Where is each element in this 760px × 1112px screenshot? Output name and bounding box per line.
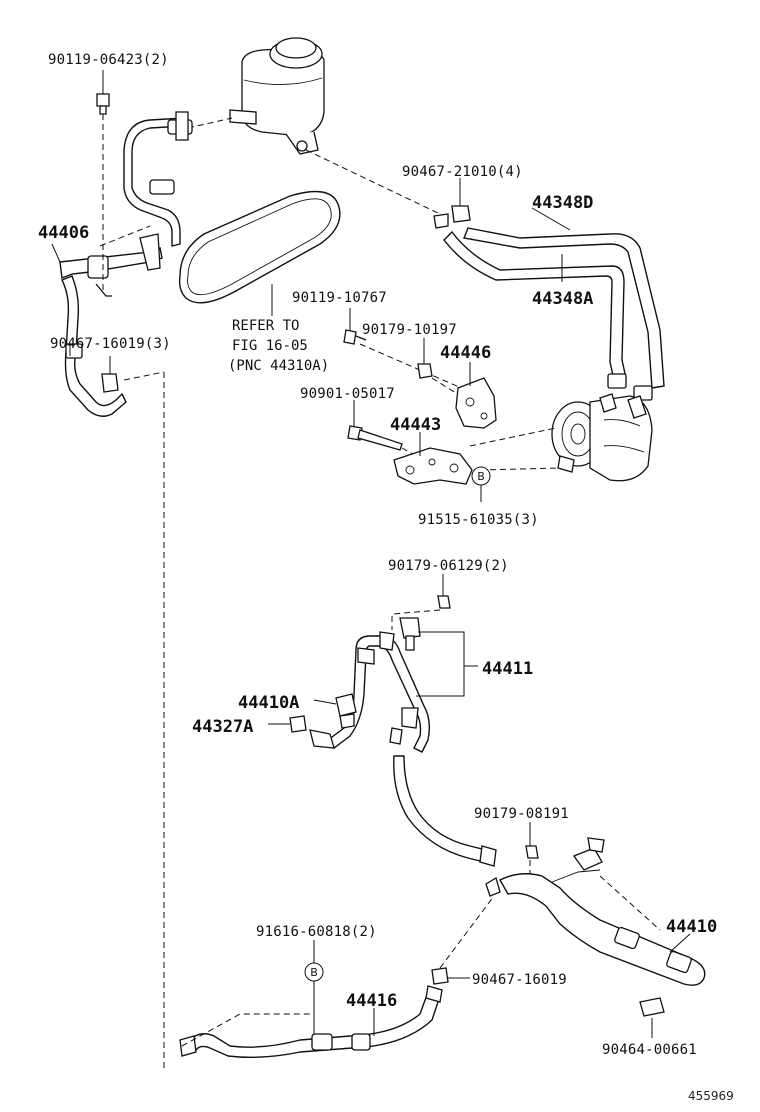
leader-nut-90179: [431, 377, 471, 403]
leader-44406: [51, 243, 61, 263]
label-90467-16019-3: 90467-16019(3): [50, 336, 171, 352]
label-91616-60818: 91616-60818(2): [256, 924, 377, 940]
leader-90467-16019-3: [69, 344, 111, 374]
bolt-90901-05017: [347, 425, 403, 451]
clamp-90467-16019-left: [101, 373, 119, 393]
label-90179-06129: 90179-06129(2): [388, 558, 509, 574]
leader-bracket-pump: [469, 427, 557, 447]
hose-44348-pair: [443, 227, 665, 401]
leader-44411: [416, 631, 478, 697]
label-44411: 44411: [482, 659, 533, 679]
pressure-tube-44411: [327, 617, 431, 753]
label-90464-00661: 90464-00661: [602, 1042, 697, 1058]
clamp-90464-00661: [639, 997, 665, 1017]
label-44410A: 44410A: [238, 693, 299, 713]
label-90119-10767: 90119-10767: [292, 290, 387, 306]
label-44327A: 44327A: [192, 717, 253, 737]
tube-end-fitting: [309, 729, 335, 749]
hose-44406-assembly: [59, 111, 193, 417]
union-44410A: [335, 693, 357, 729]
leader-44406-bracket: [99, 225, 151, 247]
return-hose-44416: [179, 985, 443, 1059]
label-44348D: 44348D: [532, 193, 593, 213]
label-44410: 44410: [666, 917, 717, 937]
leader-long-vertical-top: [123, 371, 165, 381]
leader-reservoir-clamp: [187, 117, 233, 129]
nut-90179-06129: [437, 595, 451, 609]
nut-90179-10197: [417, 363, 433, 379]
leader-clip-lower: [439, 895, 495, 969]
label-44416: 44416: [346, 991, 397, 1011]
reservoir-tank: [229, 37, 325, 155]
clip-44327A: [289, 715, 307, 733]
clamp-90467-21010: [433, 205, 471, 229]
nut-90179-08191: [525, 845, 539, 859]
bracket-44446: [455, 377, 497, 429]
leader-44410A: [313, 699, 337, 705]
label-91515-61035: 91515-61035(3): [418, 512, 539, 528]
label-90467-16019: 90467-16019: [472, 972, 567, 988]
leader-reservoir-pump: [305, 149, 441, 215]
marker-b-bottom: B: [304, 962, 324, 982]
v-belt: [178, 190, 341, 304]
label-44446: 44446: [440, 343, 491, 363]
label-refer-pnc: (PNC 44310A): [228, 358, 329, 374]
power-steering-pump: [551, 393, 653, 482]
figure-id: 455969: [688, 1089, 734, 1103]
marker-b-top: B: [471, 466, 491, 486]
label-refer-to: REFER TO: [232, 318, 299, 334]
label-44443: 44443: [390, 415, 441, 435]
leader-bolt-90901: [401, 447, 421, 459]
label-90119-06423: 90119-06423(2): [48, 52, 169, 68]
leader-44348D: [531, 207, 571, 231]
leader-44410: [669, 933, 691, 953]
label-90467-21010: 90467-21010(4): [402, 164, 523, 180]
return-tube-44410: [485, 837, 706, 986]
pressure-hose-lower: [393, 755, 497, 867]
bolt-90119-10767: [343, 329, 367, 345]
bracket-44443: [393, 447, 473, 485]
clip-90467-16019-lower: [431, 967, 449, 985]
leader-bracket-pump-2: [479, 467, 561, 471]
label-44348A: 44348A: [532, 289, 593, 309]
label-90179-08191: 90179-08191: [474, 806, 569, 822]
label-90901-05017: 90901-05017: [300, 386, 395, 402]
marker-b-bottom-text: B: [310, 966, 318, 979]
marker-b-top-text: B: [477, 470, 485, 483]
bolt-90119-06423: [96, 93, 110, 115]
label-44406: 44406: [38, 223, 89, 243]
leader-44410-gear: [599, 875, 661, 931]
label-refer-fig: FIG 16-05: [232, 338, 308, 354]
label-90179-10197: 90179-10197: [362, 322, 457, 338]
